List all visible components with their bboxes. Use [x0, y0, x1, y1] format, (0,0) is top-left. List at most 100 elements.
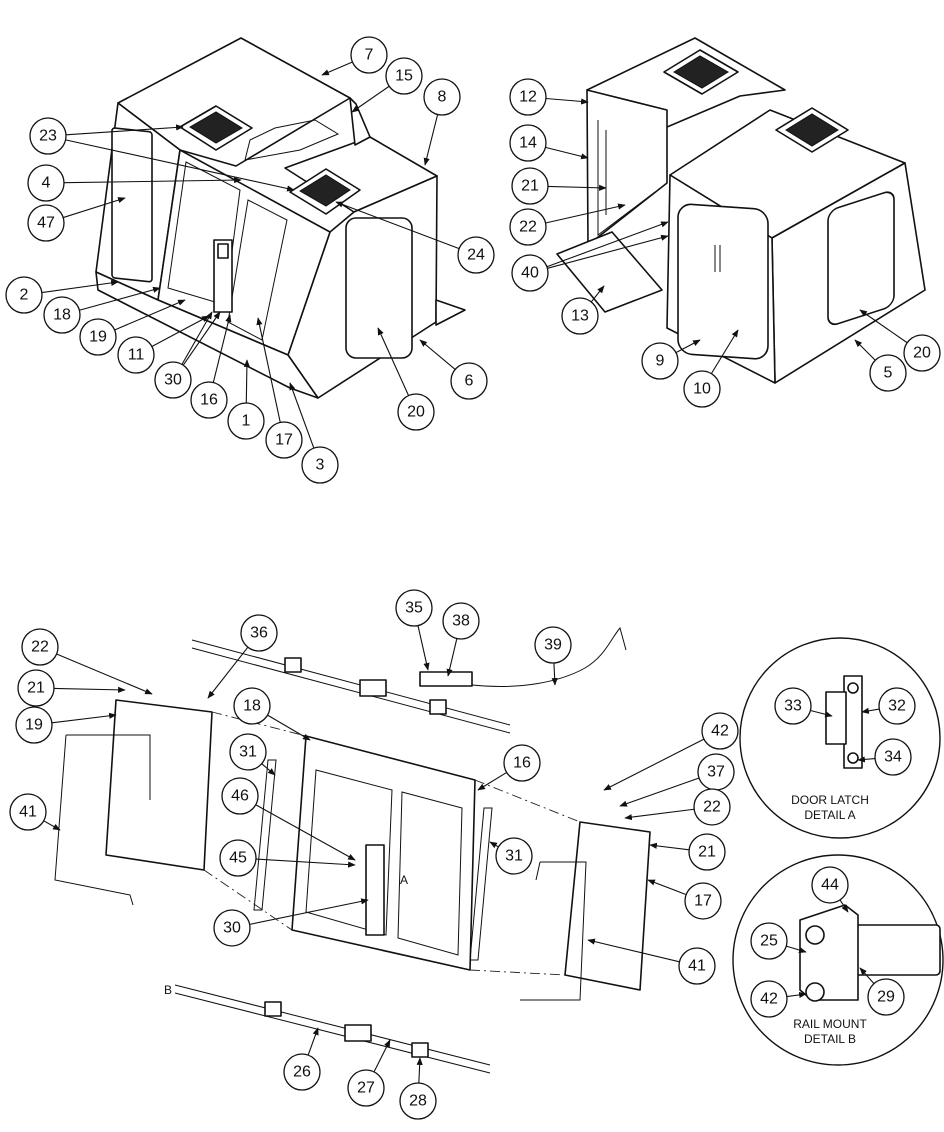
- balloon-21: 21: [688, 833, 726, 871]
- balloon-label: 19: [89, 329, 107, 346]
- balloon-label: 5: [884, 365, 893, 382]
- leader-line-26: [307, 1027, 319, 1056]
- leader-line-37: [619, 777, 700, 807]
- balloon-28: 28: [399, 1082, 437, 1120]
- latch-screw-top: [847, 682, 859, 694]
- balloon-label: 36: [250, 625, 268, 642]
- balloon-label: 42: [760, 991, 778, 1008]
- balloon-label: 13: [571, 308, 589, 325]
- balloon-label: 46: [231, 788, 249, 805]
- balloon-label: 10: [693, 381, 711, 398]
- right-strip: [469, 807, 493, 961]
- balloon-circle: [511, 167, 549, 205]
- balloon-label: 34: [884, 749, 902, 766]
- balloon-circle: [509, 208, 547, 246]
- leader-line-28: [416, 1057, 423, 1084]
- center-left-window: [305, 769, 393, 936]
- balloon-circle: [43, 296, 81, 334]
- balloon-circle: [684, 882, 722, 920]
- rear-side-window: [827, 191, 895, 326]
- leader-line-35: [417, 625, 430, 671]
- balloon-circle: [450, 362, 488, 400]
- balloon-21: 21: [17, 669, 55, 707]
- door-latch-knob: [217, 243, 229, 259]
- balloon-circle: [701, 712, 739, 750]
- leader-line-8: [423, 114, 439, 166]
- leader-line-5: [854, 339, 876, 361]
- right-door-window: [227, 199, 288, 341]
- leader-line-21: [649, 842, 690, 851]
- balloon-circle: [442, 602, 480, 640]
- balloon-circle: [503, 744, 541, 782]
- balloon-32: 32: [878, 687, 916, 725]
- leader-line-46: [255, 804, 356, 861]
- balloon-label: 29: [877, 989, 895, 1006]
- leader-line-21: [53, 686, 126, 693]
- balloon-22: 22: [693, 788, 731, 826]
- balloon-label: 7: [365, 47, 374, 64]
- balloon-label: 21: [27, 680, 45, 697]
- balloon-circle: [213, 909, 251, 947]
- clamp-bolt-bottom: [805, 982, 825, 1002]
- detail-a-subtitle: DETAIL A: [804, 808, 855, 822]
- balloon-circle: [301, 446, 339, 484]
- leader-line-31: [261, 763, 276, 776]
- balloon-33: 33: [774, 687, 812, 725]
- balloon-2: 2: [5, 276, 43, 314]
- balloon-41: 41: [678, 947, 716, 985]
- part-balloons: 7158234472421819113016117320612142122401…: [5, 36, 941, 1120]
- view-letter-b: B: [164, 983, 172, 997]
- leader-line-44: [839, 899, 849, 913]
- balloon-30: 30: [213, 909, 251, 947]
- balloon-17: 17: [684, 882, 722, 920]
- balloon-label: 6: [465, 373, 474, 390]
- bottom-rail-mount-2: [344, 1024, 372, 1042]
- detail-b-title: RAIL MOUNT: [793, 1017, 867, 1031]
- balloon-15: 15: [385, 57, 423, 95]
- base-front-plate: [95, 271, 319, 399]
- balloon-30: 30: [154, 361, 192, 399]
- balloon-7: 7: [350, 36, 388, 74]
- balloon-37: 37: [697, 753, 735, 791]
- leader-line-17: [256, 317, 281, 423]
- leader-line-23: [65, 124, 184, 136]
- balloon-26: 26: [283, 1053, 321, 1091]
- leader-line-23: [65, 139, 295, 192]
- balloon-circle: [511, 254, 549, 292]
- balloon-label: 44: [821, 877, 839, 894]
- balloon-label: 9: [656, 353, 665, 370]
- rail-tube: [849, 924, 941, 976]
- balloon-circle: [5, 276, 43, 314]
- right-side-window: [345, 217, 413, 359]
- balloon-circle: [21, 628, 59, 666]
- leader-line-30: [249, 898, 369, 925]
- leader-line-22: [56, 653, 153, 695]
- balloon-40: 40: [511, 254, 549, 292]
- balloon-circle: [423, 78, 461, 116]
- balloon-38: 38: [442, 602, 480, 640]
- balloon-label: 42: [711, 723, 729, 740]
- enclosure-front-view: [95, 37, 466, 399]
- leader-line-30: [182, 311, 221, 366]
- balloon-label: 25: [760, 933, 778, 950]
- balloon-circle: [227, 402, 265, 440]
- balloon-label: 12: [519, 89, 537, 106]
- balloon-label: 23: [39, 128, 57, 145]
- rear-left-wall: [586, 89, 668, 246]
- balloon-label: 4: [42, 175, 51, 192]
- balloon-label: 45: [229, 850, 247, 867]
- balloon-5: 5: [869, 354, 907, 392]
- balloon-circle: [17, 669, 55, 707]
- balloon-circle: [457, 236, 495, 274]
- balloon-4: 4: [27, 164, 65, 202]
- balloon-31: 31: [495, 837, 533, 875]
- balloon-label: 21: [698, 844, 716, 861]
- balloon-circle: [347, 1069, 385, 1107]
- leader-line-36: [207, 646, 249, 699]
- balloon-circle: [874, 738, 912, 776]
- balloon-circle: [350, 36, 388, 74]
- top-vent-right: [289, 168, 361, 215]
- balloon-circle: [265, 421, 303, 459]
- balloon-circle: [283, 1053, 321, 1091]
- top-rail-mount-3: [429, 699, 447, 715]
